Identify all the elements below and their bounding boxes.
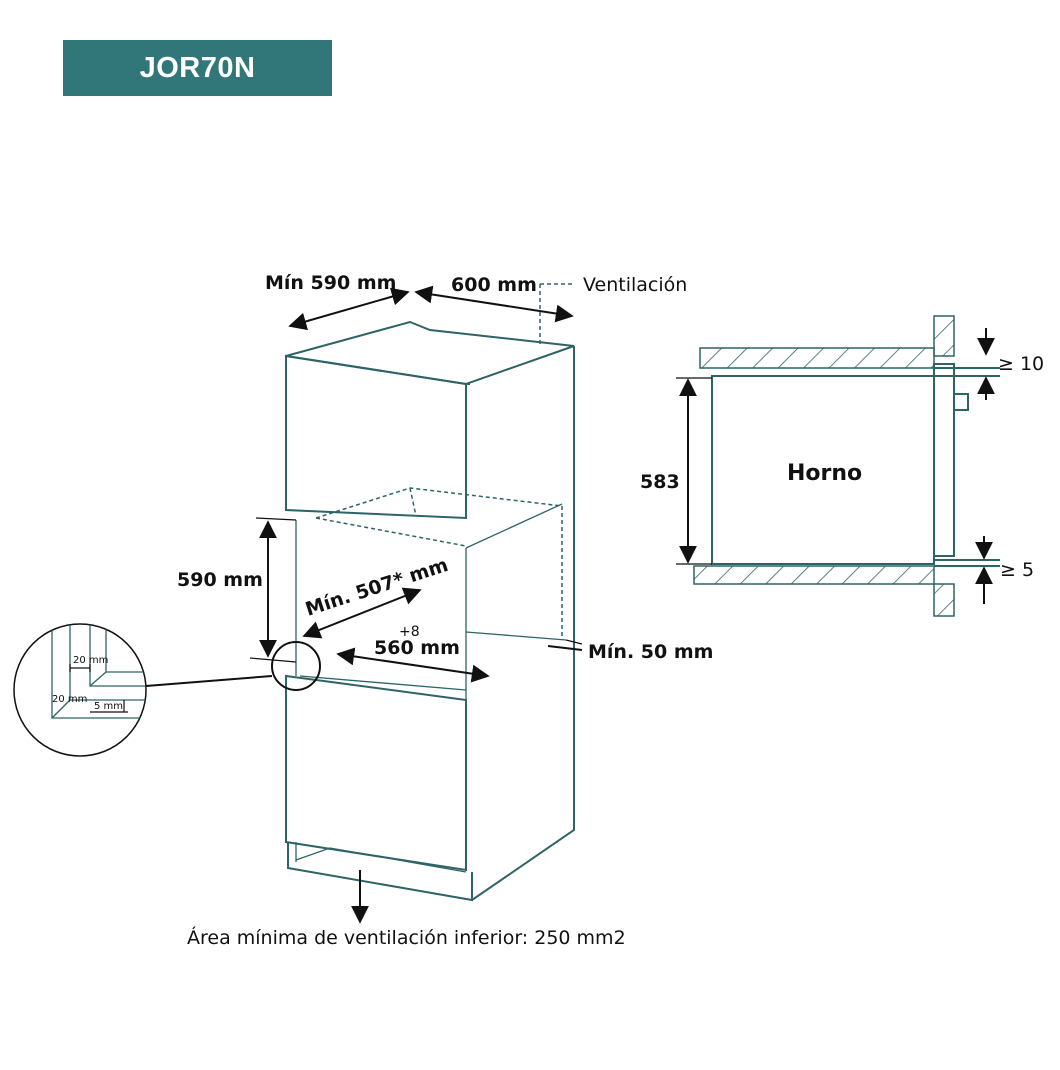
wall-bottom	[933, 583, 955, 617]
detail-magnifier: 20 mm 20 mm 5 mm	[13, 623, 147, 757]
detail-left: 20 mm	[52, 694, 87, 705]
oven-door	[933, 363, 955, 557]
oven-label: Horno	[787, 461, 862, 486]
label-height: 590 mm	[177, 569, 263, 591]
detail-top: 20 mm	[73, 655, 108, 666]
model-badge: JOR70N	[63, 40, 332, 96]
dimension-lines	[145, 283, 583, 924]
wall-top	[933, 315, 955, 357]
side-view	[676, 315, 1000, 617]
label-tolerance: +8	[399, 624, 420, 640]
top-shelf	[699, 347, 935, 369]
label-min-inner: Mín. 507* mm	[303, 554, 451, 621]
label-min-gap: Mín. 50 mm	[588, 641, 713, 663]
label-width: 560 mm	[374, 637, 460, 659]
bottom-clearance-label: ≥ 5	[1000, 559, 1034, 581]
label-ventilation: Ventilación	[583, 274, 687, 296]
side-height-label: 583	[640, 471, 680, 493]
detail-gap: 5 mm	[94, 701, 123, 712]
label-min-depth: Mín 590 mm	[265, 272, 396, 294]
oven-handle	[953, 393, 969, 411]
label-bottom-vent: Área mínima de ventilación inferior: 250…	[187, 926, 626, 949]
label-depth: 600 mm	[451, 274, 537, 296]
cabinet	[285, 320, 575, 902]
top-clearance-label: ≥ 10	[998, 353, 1044, 375]
bottom-shelf	[693, 565, 935, 585]
